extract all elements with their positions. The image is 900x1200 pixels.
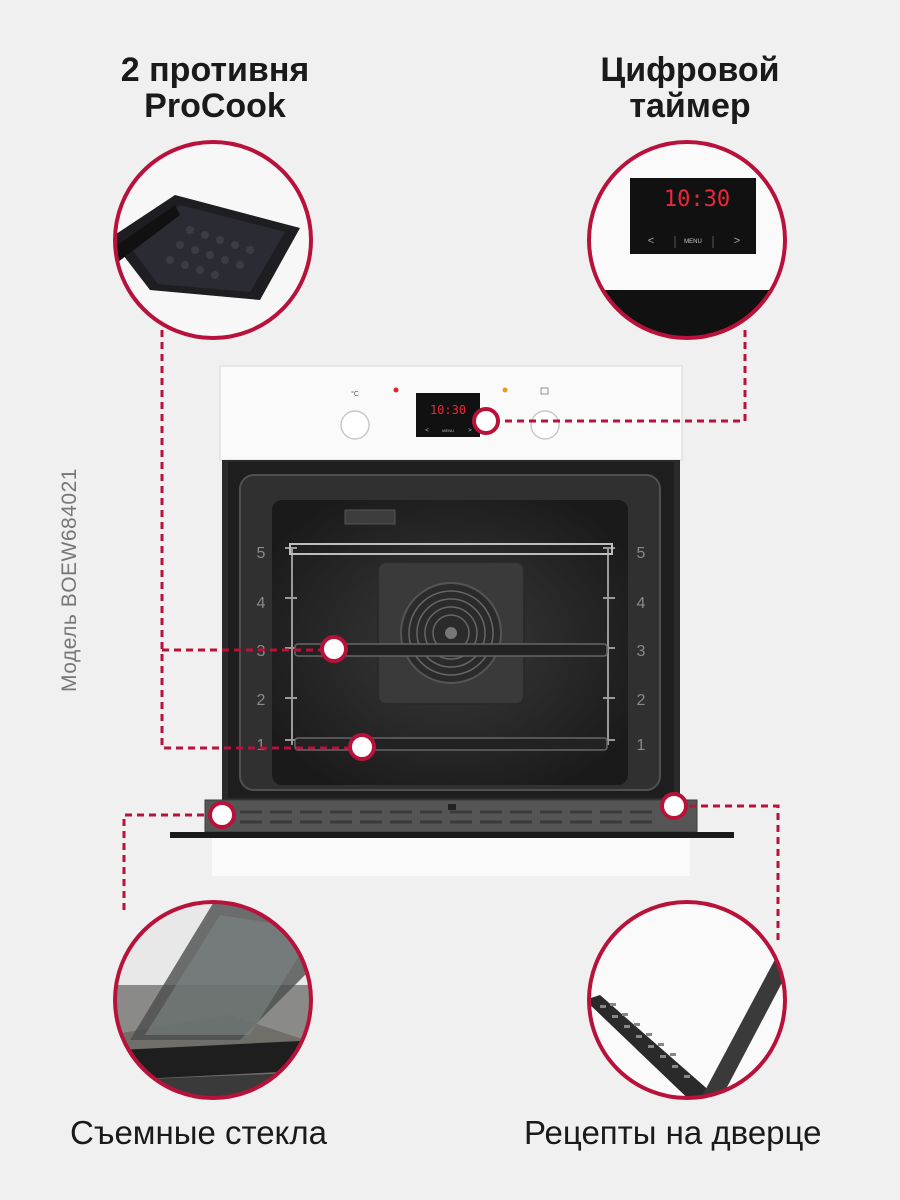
callout-lines (122, 330, 780, 940)
detail-circle-glass (113, 900, 313, 1100)
fan-icon (400, 582, 502, 684)
timer-display-small-right: > (468, 428, 472, 434)
indicator-light-orange (502, 387, 508, 393)
rack-level-4-right: 4 (637, 595, 646, 612)
rack-level-4-left: 4 (257, 595, 266, 612)
rack-level-3-right: 3 (637, 643, 646, 660)
timer-display-large-time: 10:30 (664, 187, 730, 212)
rack-level-2-left: 2 (257, 692, 266, 709)
timer-display-small-menu: MENU (442, 428, 454, 433)
feature-title-timer-line2: таймер (629, 87, 751, 125)
temperature-knob[interactable] (340, 410, 370, 440)
callout-point-timer[interactable] (472, 407, 500, 435)
callout-point-recipes[interactable] (660, 792, 688, 820)
feature-title-trays-line2: ProCook (144, 87, 286, 125)
callout-points (208, 407, 688, 829)
rack-level-1-left: 1 (257, 737, 266, 754)
callout-point-glass[interactable] (208, 801, 236, 829)
timer-display-small (416, 393, 480, 437)
rack-level-2-right: 2 (637, 692, 646, 709)
detail-circle-timer: 10:30 MENU < > (587, 140, 787, 340)
rack-level-1-right: 1 (637, 737, 646, 754)
callout-point-tray-lower[interactable] (348, 733, 376, 761)
feature-title-trays-line1: 2 противня (120, 51, 310, 89)
oven: °C 10:30 MENU < > (170, 365, 734, 876)
feature-title-recipes: Рецепты на дверце (524, 1114, 822, 1151)
baking-tray-lower (294, 737, 608, 751)
feature-title-timer-line1: Цифровой (600, 51, 780, 89)
wire-rack (289, 543, 613, 555)
indicator-light-red (393, 387, 399, 393)
timer-display-small-left: < (425, 428, 429, 434)
temp-symbol: °C (351, 390, 359, 398)
feature-title-glass: Съемные стекла (70, 1114, 327, 1151)
timer-display-large-left: < (648, 235, 654, 247)
rack-level-5-left: 5 (257, 545, 266, 562)
feature-title-timer: Цифровой таймер (565, 52, 815, 124)
callout-point-tray-upper[interactable] (320, 635, 348, 663)
rack-level-5-right: 5 (637, 545, 646, 562)
mode-knob[interactable] (530, 410, 560, 440)
timer-display-large-menu: MENU (684, 239, 702, 245)
timer-display-small-time: 10:30 (430, 403, 466, 417)
detail-circle-recipes (587, 900, 787, 1100)
feature-title-trays: 2 противня ProCook (90, 52, 340, 124)
mode-symbol-icon (540, 387, 549, 395)
detail-circle-trays (113, 140, 313, 340)
timer-display-large-right: > (734, 235, 740, 247)
